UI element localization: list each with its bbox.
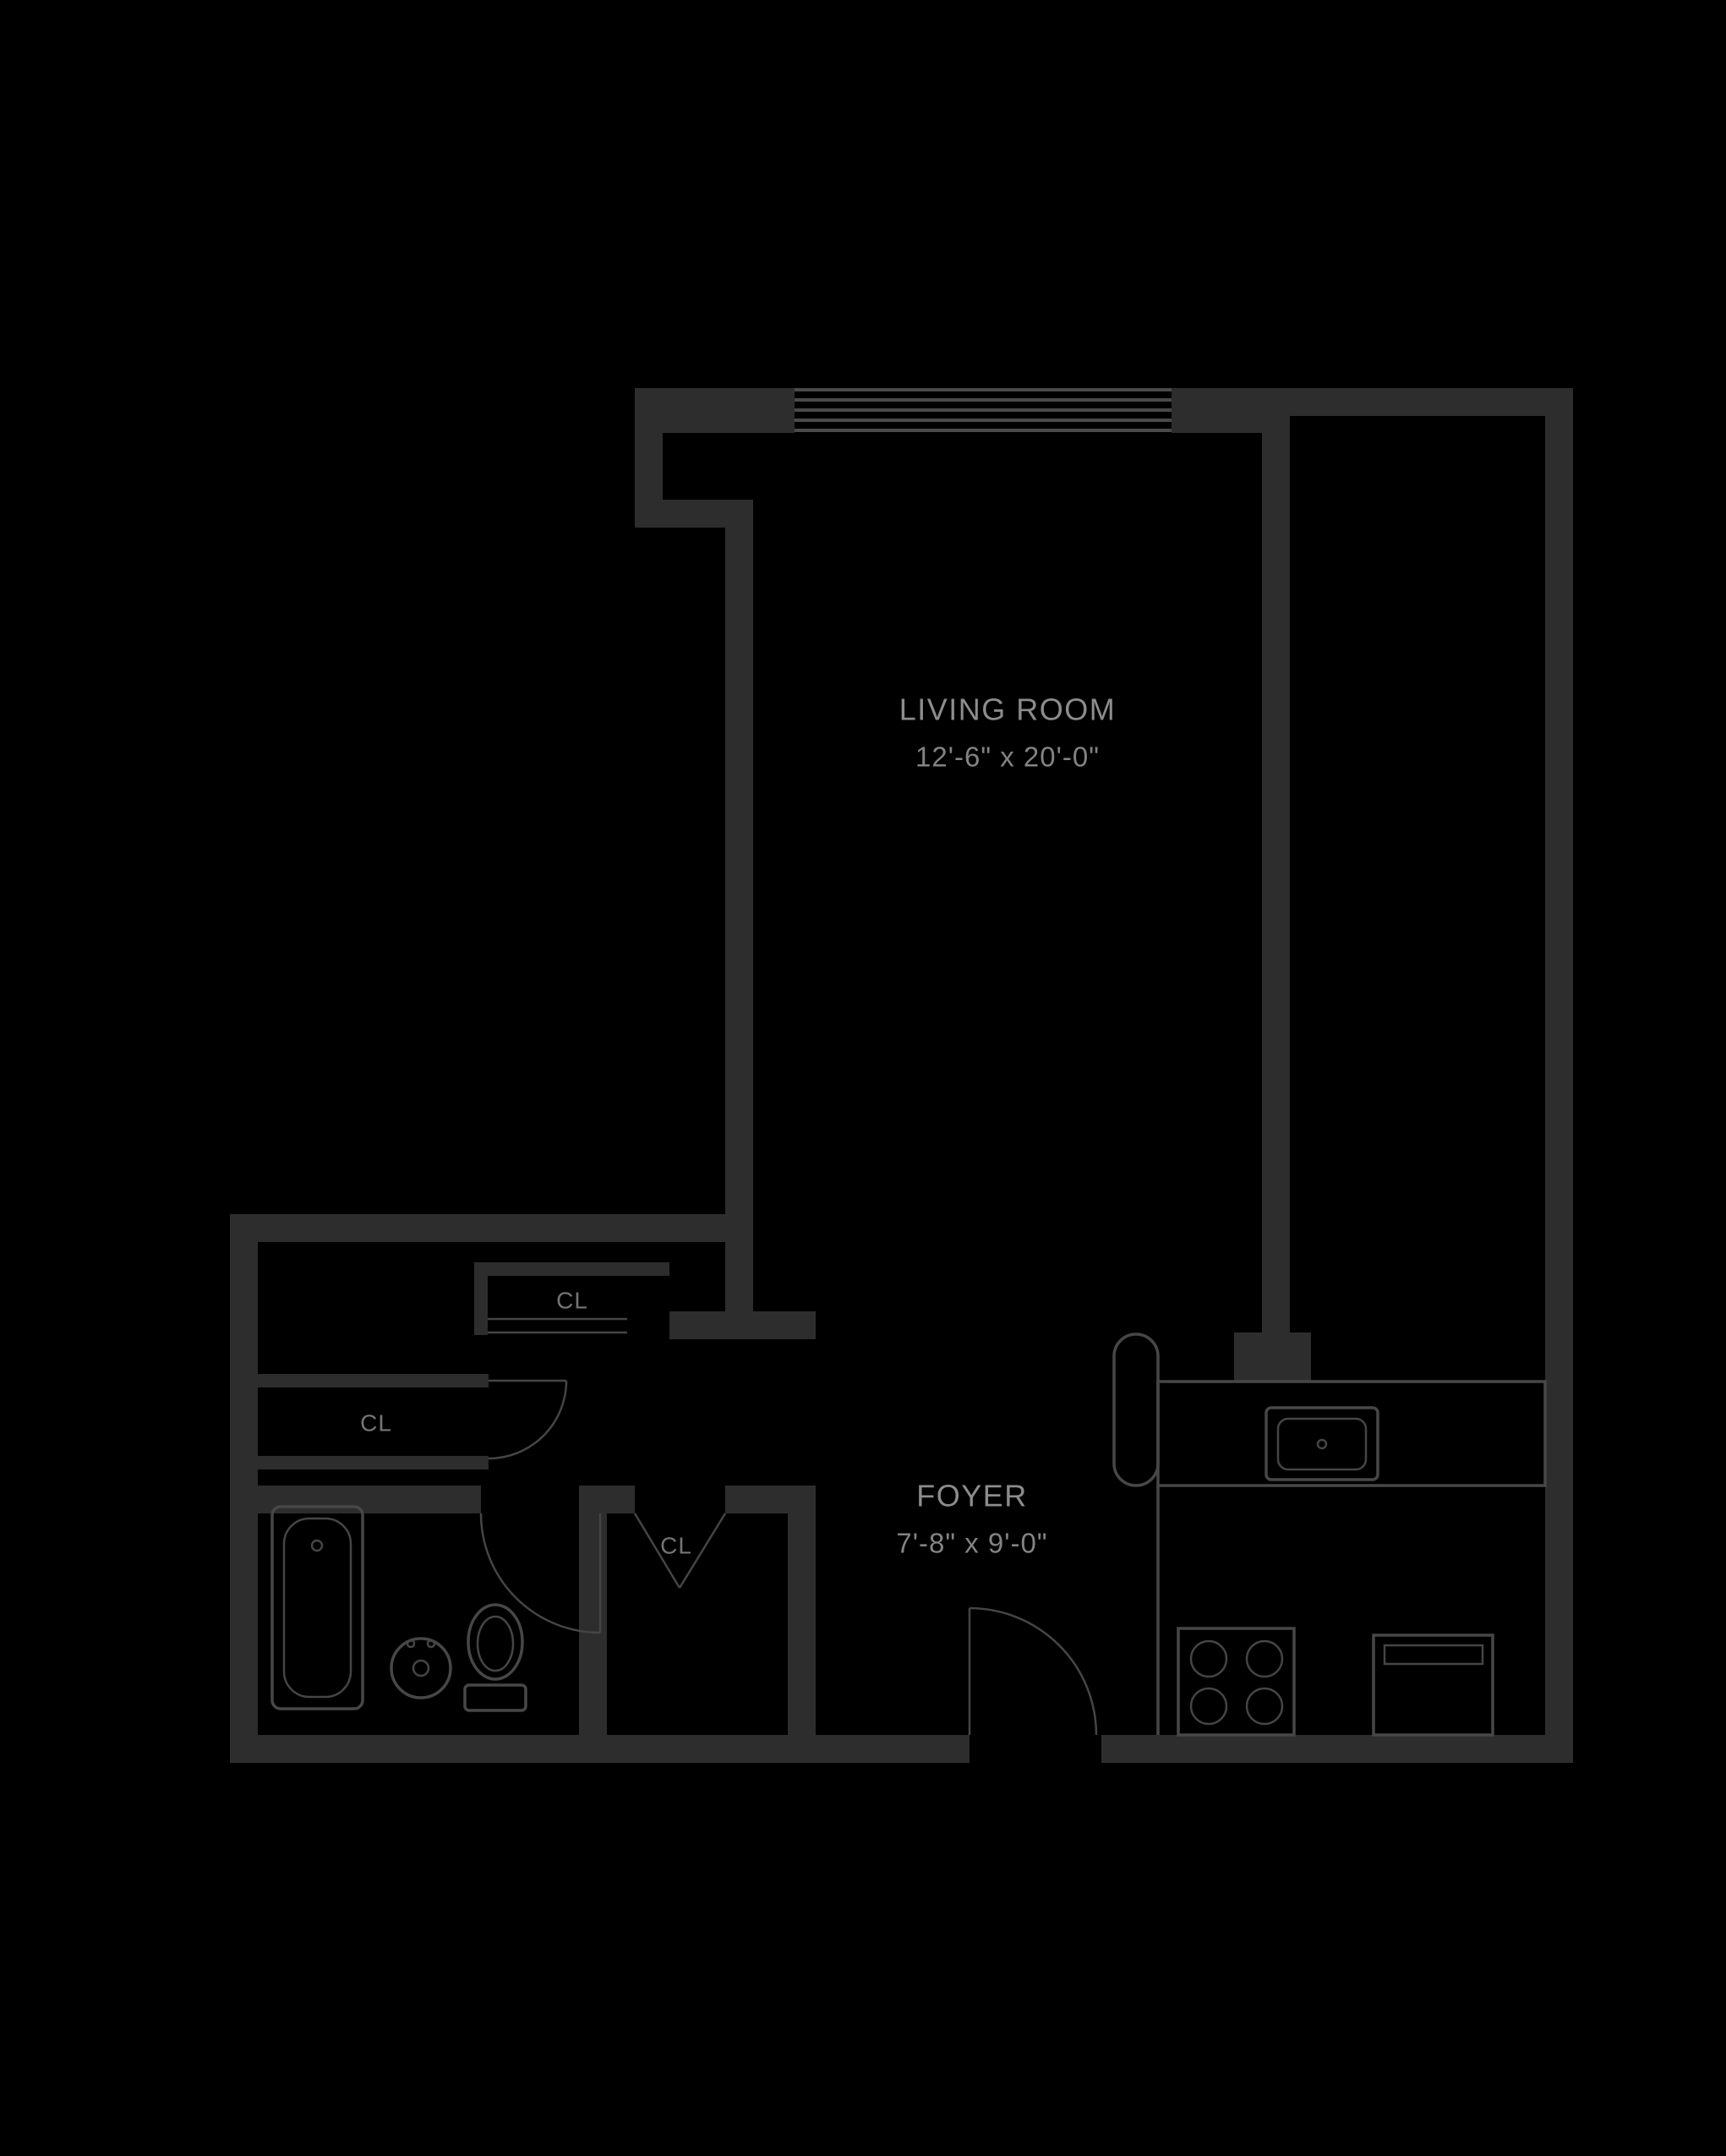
wall: [1545, 388, 1573, 1763]
bathroom-door-icon: [479, 1513, 602, 1634]
window-icon: [795, 388, 1172, 432]
wall: [788, 1486, 816, 1735]
walls: [230, 388, 1573, 1763]
foyer-dimensions: 7'-8" x 9'-0": [896, 1528, 1047, 1559]
wall: [258, 1456, 489, 1469]
closet-label: CL: [556, 1287, 588, 1313]
closet-sliding-door-icon: [488, 1317, 627, 1334]
living-room-label: LIVING ROOM: [899, 692, 1117, 727]
living-room-dimensions: 12'-6" x 20'-0": [915, 741, 1100, 773]
wall: [579, 1486, 607, 1735]
kitchen-sink-icon: [1264, 1406, 1379, 1481]
wall: [725, 500, 753, 1339]
wall: [474, 1262, 488, 1335]
wall: [230, 1214, 753, 1242]
closet-bifold-door-icon: [633, 1513, 727, 1589]
wall: [669, 1311, 816, 1339]
wall: [1172, 388, 1268, 433]
closet-label: CL: [660, 1532, 692, 1558]
wall: [230, 1214, 258, 1763]
bathtub-icon: [270, 1505, 364, 1710]
foyer-label: FOYER: [916, 1479, 1028, 1513]
wall: [258, 1374, 489, 1387]
stove-icon: [1177, 1627, 1296, 1737]
wall: [1262, 388, 1573, 416]
wall: [1101, 1735, 1573, 1763]
wall: [1262, 416, 1290, 1382]
closet-swing-door-icon: [488, 1379, 568, 1460]
wall: [258, 1486, 481, 1513]
kitchen-counter-icon: [1112, 1332, 1547, 1735]
wall: [725, 1486, 788, 1513]
toilet-icon: [463, 1603, 527, 1712]
wall: [1234, 1332, 1311, 1382]
bathroom-sink-icon: [390, 1637, 452, 1699]
entry-door-icon: [968, 1606, 1098, 1736]
kitchen-appliance-icon: [1372, 1633, 1494, 1737]
wall: [474, 1262, 669, 1276]
closet-label: CL: [360, 1409, 392, 1436]
wall: [230, 1735, 970, 1763]
labels: LIVING ROOM 12'-6" x 20'-0" FOYER 7'-8" …: [360, 692, 1117, 1559]
